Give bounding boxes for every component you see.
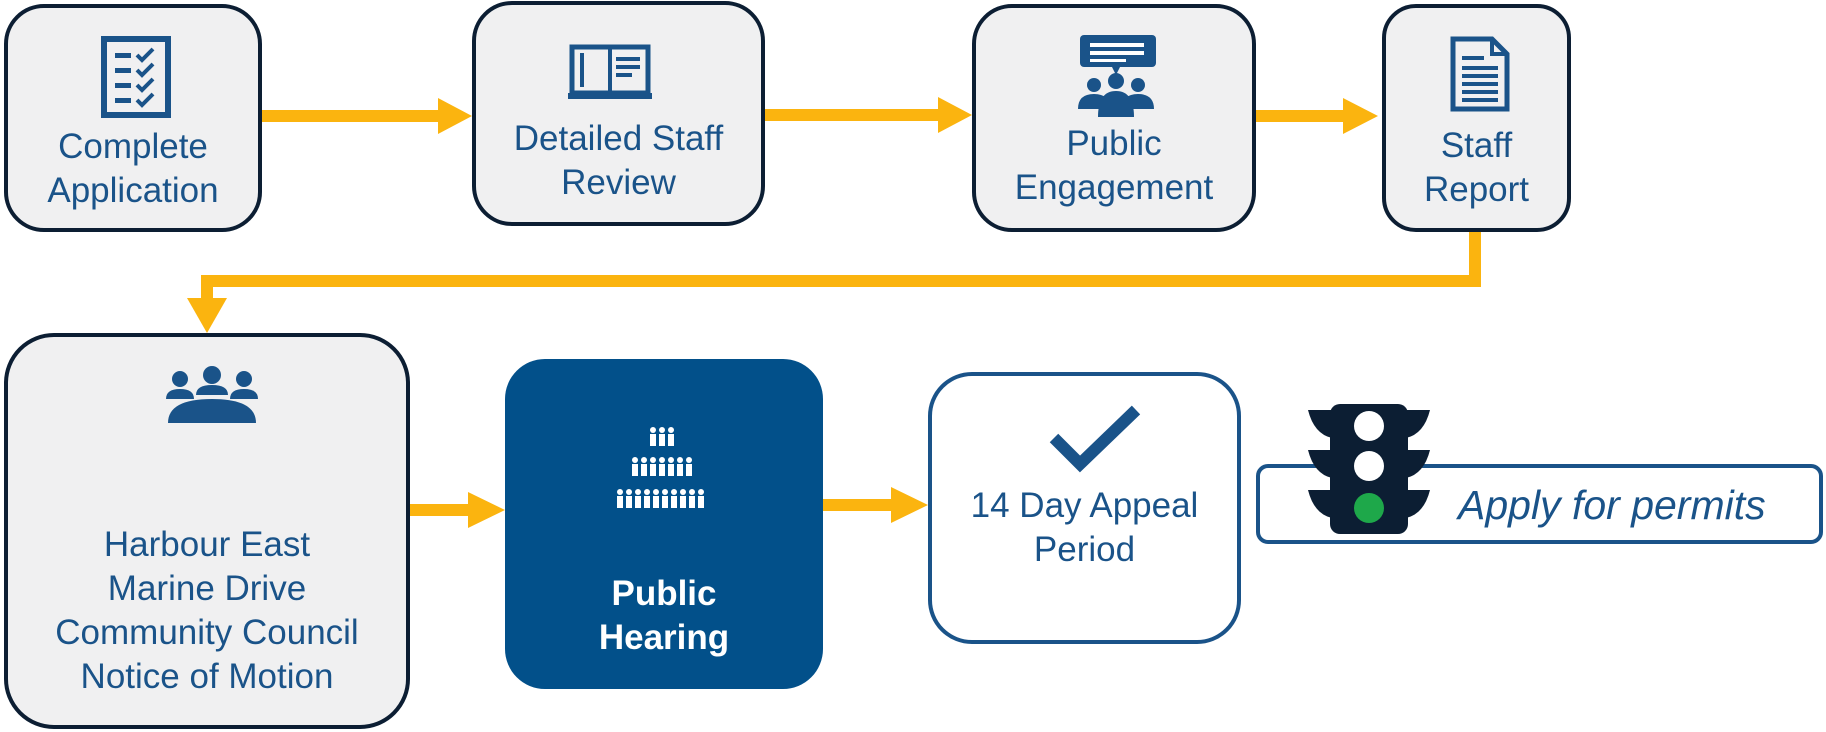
step-label-line: Public (611, 574, 717, 613)
step-label-line: Notice of Motion (80, 657, 334, 696)
traffic-light-icon (1308, 404, 1430, 534)
step-public-engagement: Public Engagement (972, 4, 1256, 232)
step-label-line: Hearing (598, 618, 730, 657)
checkmark-icon (1049, 405, 1141, 473)
step-label-line: 14 Day Appeal (970, 486, 1199, 525)
step-label-line: Marine Drive (107, 569, 307, 608)
step-label-line: Application (47, 171, 219, 210)
step-label-line: Complete (58, 127, 208, 166)
step-label-line: Engagement (1014, 168, 1214, 207)
document-icon (1450, 36, 1510, 112)
step-appeal-period: 14 Day Appeal Period (928, 372, 1241, 644)
step-label-line: Report (1423, 170, 1530, 209)
step-detailed-staff-review: Detailed Staff Review (472, 1, 765, 226)
step-complete-application: Complete Application (4, 4, 262, 232)
step-label-line: Harbour East (103, 525, 311, 564)
open-book-icon (568, 44, 652, 99)
council-table-icon (166, 366, 258, 423)
step-staff-report: Staff Report (1382, 4, 1571, 232)
step-label-line: Public (1066, 124, 1162, 163)
step-label-line: Community Council (55, 613, 359, 652)
crowd-icon (617, 427, 704, 508)
step-public-hearing: Public Hearing (505, 359, 823, 689)
step-label-line: Detailed Staff (513, 119, 724, 158)
step-label-line: Review (561, 163, 676, 202)
speech-bubble-group-icon (1078, 35, 1156, 117)
arrow-report-to-council (201, 232, 1481, 302)
checklist-icon (101, 36, 171, 118)
apply-for-permits-label: Apply for permits (1458, 482, 1766, 528)
step-community-council: Harbour East Marine Drive Community Coun… (4, 333, 410, 729)
step-label-line: Period (1033, 530, 1136, 569)
step-label-line: Staff (1440, 126, 1513, 165)
